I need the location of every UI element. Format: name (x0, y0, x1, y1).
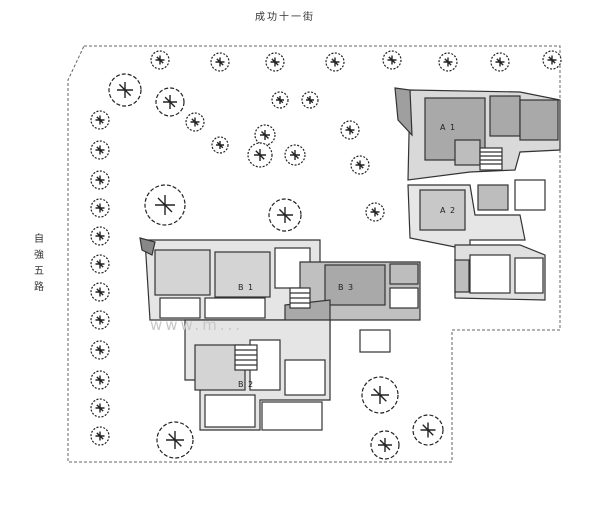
tree-branches (443, 57, 453, 67)
tree-branches (254, 149, 266, 161)
tree-branches (155, 55, 165, 65)
tree-branches (95, 403, 105, 413)
tree-branches (306, 96, 314, 104)
tree-branches (495, 57, 505, 67)
tree-branches (215, 57, 225, 67)
tree-branches (95, 287, 105, 297)
tree-branches (117, 82, 133, 98)
tree-branches (95, 431, 105, 441)
tree-branches (547, 55, 557, 65)
tree-branches (290, 150, 300, 160)
tree-branches (276, 96, 284, 104)
tree-branches (270, 57, 280, 67)
street-label-top: 成功十一街 (255, 12, 315, 23)
unit-label-b1: B 1 (238, 283, 254, 292)
tree-branches (95, 315, 105, 325)
tree-branches (345, 125, 355, 135)
watermark-text: www.m... (150, 316, 243, 334)
tree-branches (166, 431, 184, 449)
unit-label-b3: B 3 (338, 283, 354, 292)
street-label-left: 自強五路 (34, 234, 44, 293)
tree-branches (95, 345, 105, 355)
tree-branches (387, 55, 397, 65)
tree-branches (378, 438, 392, 452)
unit-label-a2: A 2 (440, 206, 456, 215)
unit-label-a1: A 1 (440, 123, 456, 132)
building-a (394, 87, 561, 301)
tree-branches (95, 259, 105, 269)
tree-branches (330, 57, 340, 67)
unit-label-b2: B 2 (238, 380, 254, 389)
tree-branches (95, 203, 105, 213)
tree-branches (260, 130, 270, 140)
tree-branches (420, 422, 436, 438)
tree-branches (216, 141, 224, 149)
tree-branches (95, 375, 105, 385)
tree-branches (163, 95, 177, 109)
building-b (139, 237, 421, 431)
tree-branches (95, 115, 105, 125)
tree-branches (95, 175, 105, 185)
tree-branches (155, 195, 175, 215)
tree-branches (190, 117, 200, 127)
tree-branches (371, 386, 389, 404)
tree-branches (355, 160, 365, 170)
tree-branches (95, 145, 105, 155)
tree-branches (277, 207, 293, 223)
tree-branches (370, 207, 380, 217)
tree-branches (95, 231, 105, 241)
site-boundary (67, 45, 561, 463)
trees (90, 50, 562, 460)
